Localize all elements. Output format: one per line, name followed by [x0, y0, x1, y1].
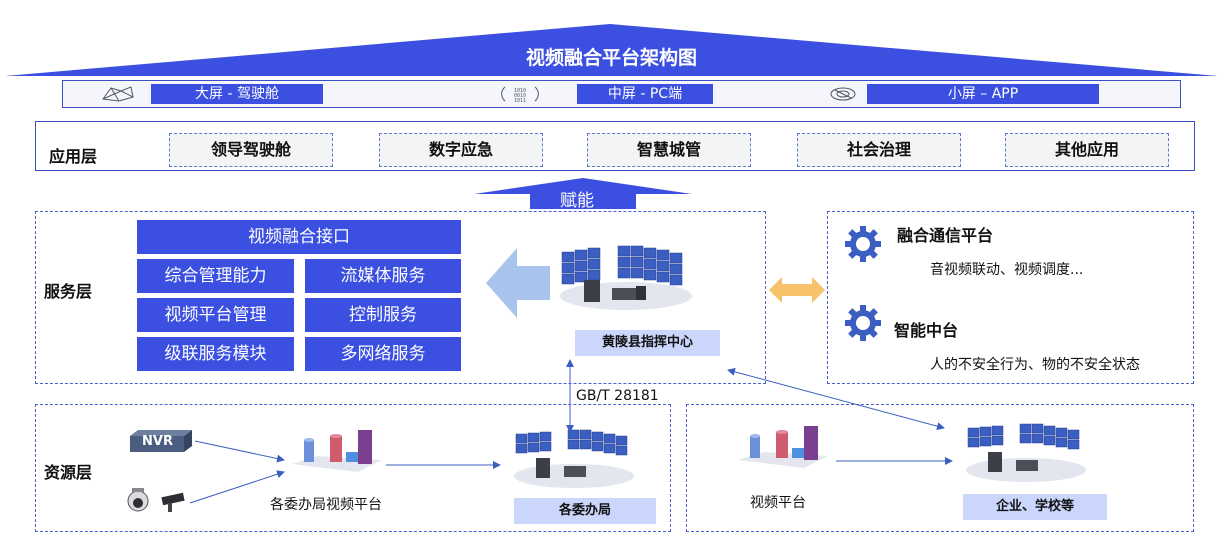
- screen-large-label: 大屏 - 驾驶舱: [151, 84, 323, 104]
- service-control: 控制服务: [305, 298, 461, 332]
- service-multi-network: 多网络服务: [305, 337, 461, 371]
- service-video-platform-management: 视频平台管理: [137, 298, 294, 332]
- application-layer: [35, 121, 1195, 171]
- service-cascade-module: 级联服务模块: [137, 337, 294, 371]
- command-center-illustration: [560, 245, 692, 310]
- bidirectional-orange-arrow: [769, 277, 825, 303]
- command-center-label: 黄陵县指挥中心: [575, 330, 720, 356]
- nvr-device-icon: [130, 430, 192, 452]
- platforms-panel: [827, 211, 1194, 384]
- platform-title-smart-hub: 智能中台: [894, 321, 959, 340]
- nvr-label: NVR: [142, 434, 173, 449]
- app-item-smart-city: 智慧城管: [587, 133, 751, 167]
- bureau-video-platform-illustration: [292, 430, 382, 472]
- left-big-arrow: [486, 248, 550, 318]
- protocol-label: GB/T 28181: [576, 388, 659, 404]
- platform-desc-smart-hub: 人的不安全行为、物的不安全状态: [930, 357, 1140, 373]
- svg-text:0010: 0010: [514, 93, 526, 99]
- screens-bar: 大屏 - 驾驶舱 1010 0010 1011 中屏 - PC端 小屏 – AP…: [62, 80, 1181, 108]
- svg-text:1011: 1011: [514, 98, 526, 103]
- enterprise-label: 企业、学校等: [963, 494, 1107, 520]
- app-signal-icon: [830, 87, 856, 101]
- header-roof: [5, 24, 1218, 76]
- page-title: 视频融合平台架构图: [525, 47, 697, 69]
- video-fusion-interface: 视频融合接口: [137, 220, 461, 254]
- app-item-social-governance: 社会治理: [797, 133, 961, 167]
- service-streaming-media: 流媒体服务: [305, 259, 461, 293]
- video-platform-illustration: [738, 426, 828, 468]
- screen-medium-label: 中屏 - PC端: [577, 84, 713, 104]
- resource-layer-name: 资源层: [44, 463, 93, 482]
- app-item-leader-cockpit: 领导驾驶舱: [169, 133, 333, 167]
- svg-text:1010: 1010: [514, 88, 526, 94]
- bureau-center-illustration: [514, 429, 634, 488]
- bureau-video-platform-label: 各委办局视频平台: [270, 497, 382, 513]
- service-comprehensive-management: 综合管理能力: [137, 259, 294, 293]
- empower-arrow: [474, 178, 692, 209]
- enterprise-center-illustration: [966, 423, 1086, 482]
- service-layer: [35, 211, 766, 384]
- camera-icon: [127, 488, 185, 512]
- screen-small-label: 小屏 – APP: [867, 84, 1099, 104]
- app-item-digital-emergency: 数字应急: [379, 133, 543, 167]
- resource-layer-left: [35, 404, 671, 532]
- app-item-other: 其他应用: [1005, 133, 1169, 167]
- bureau-center-label: 各委办局: [514, 498, 656, 524]
- gear-icon: [845, 305, 881, 341]
- gear-icon: [845, 226, 881, 262]
- platform-desc-fusion-comm: 音视频联动、视频调度...: [930, 262, 1084, 278]
- empower-label: 赋能: [560, 191, 594, 211]
- service-layer-name: 服务层: [44, 282, 93, 301]
- application-layer-name: 应用层: [49, 147, 98, 166]
- network-icon: [102, 86, 134, 102]
- binary-data-icon: 1010 0010 1011: [501, 86, 539, 103]
- platform-title-fusion-comm: 融合通信平台: [897, 226, 994, 245]
- video-platform-label: 视频平台: [750, 495, 806, 511]
